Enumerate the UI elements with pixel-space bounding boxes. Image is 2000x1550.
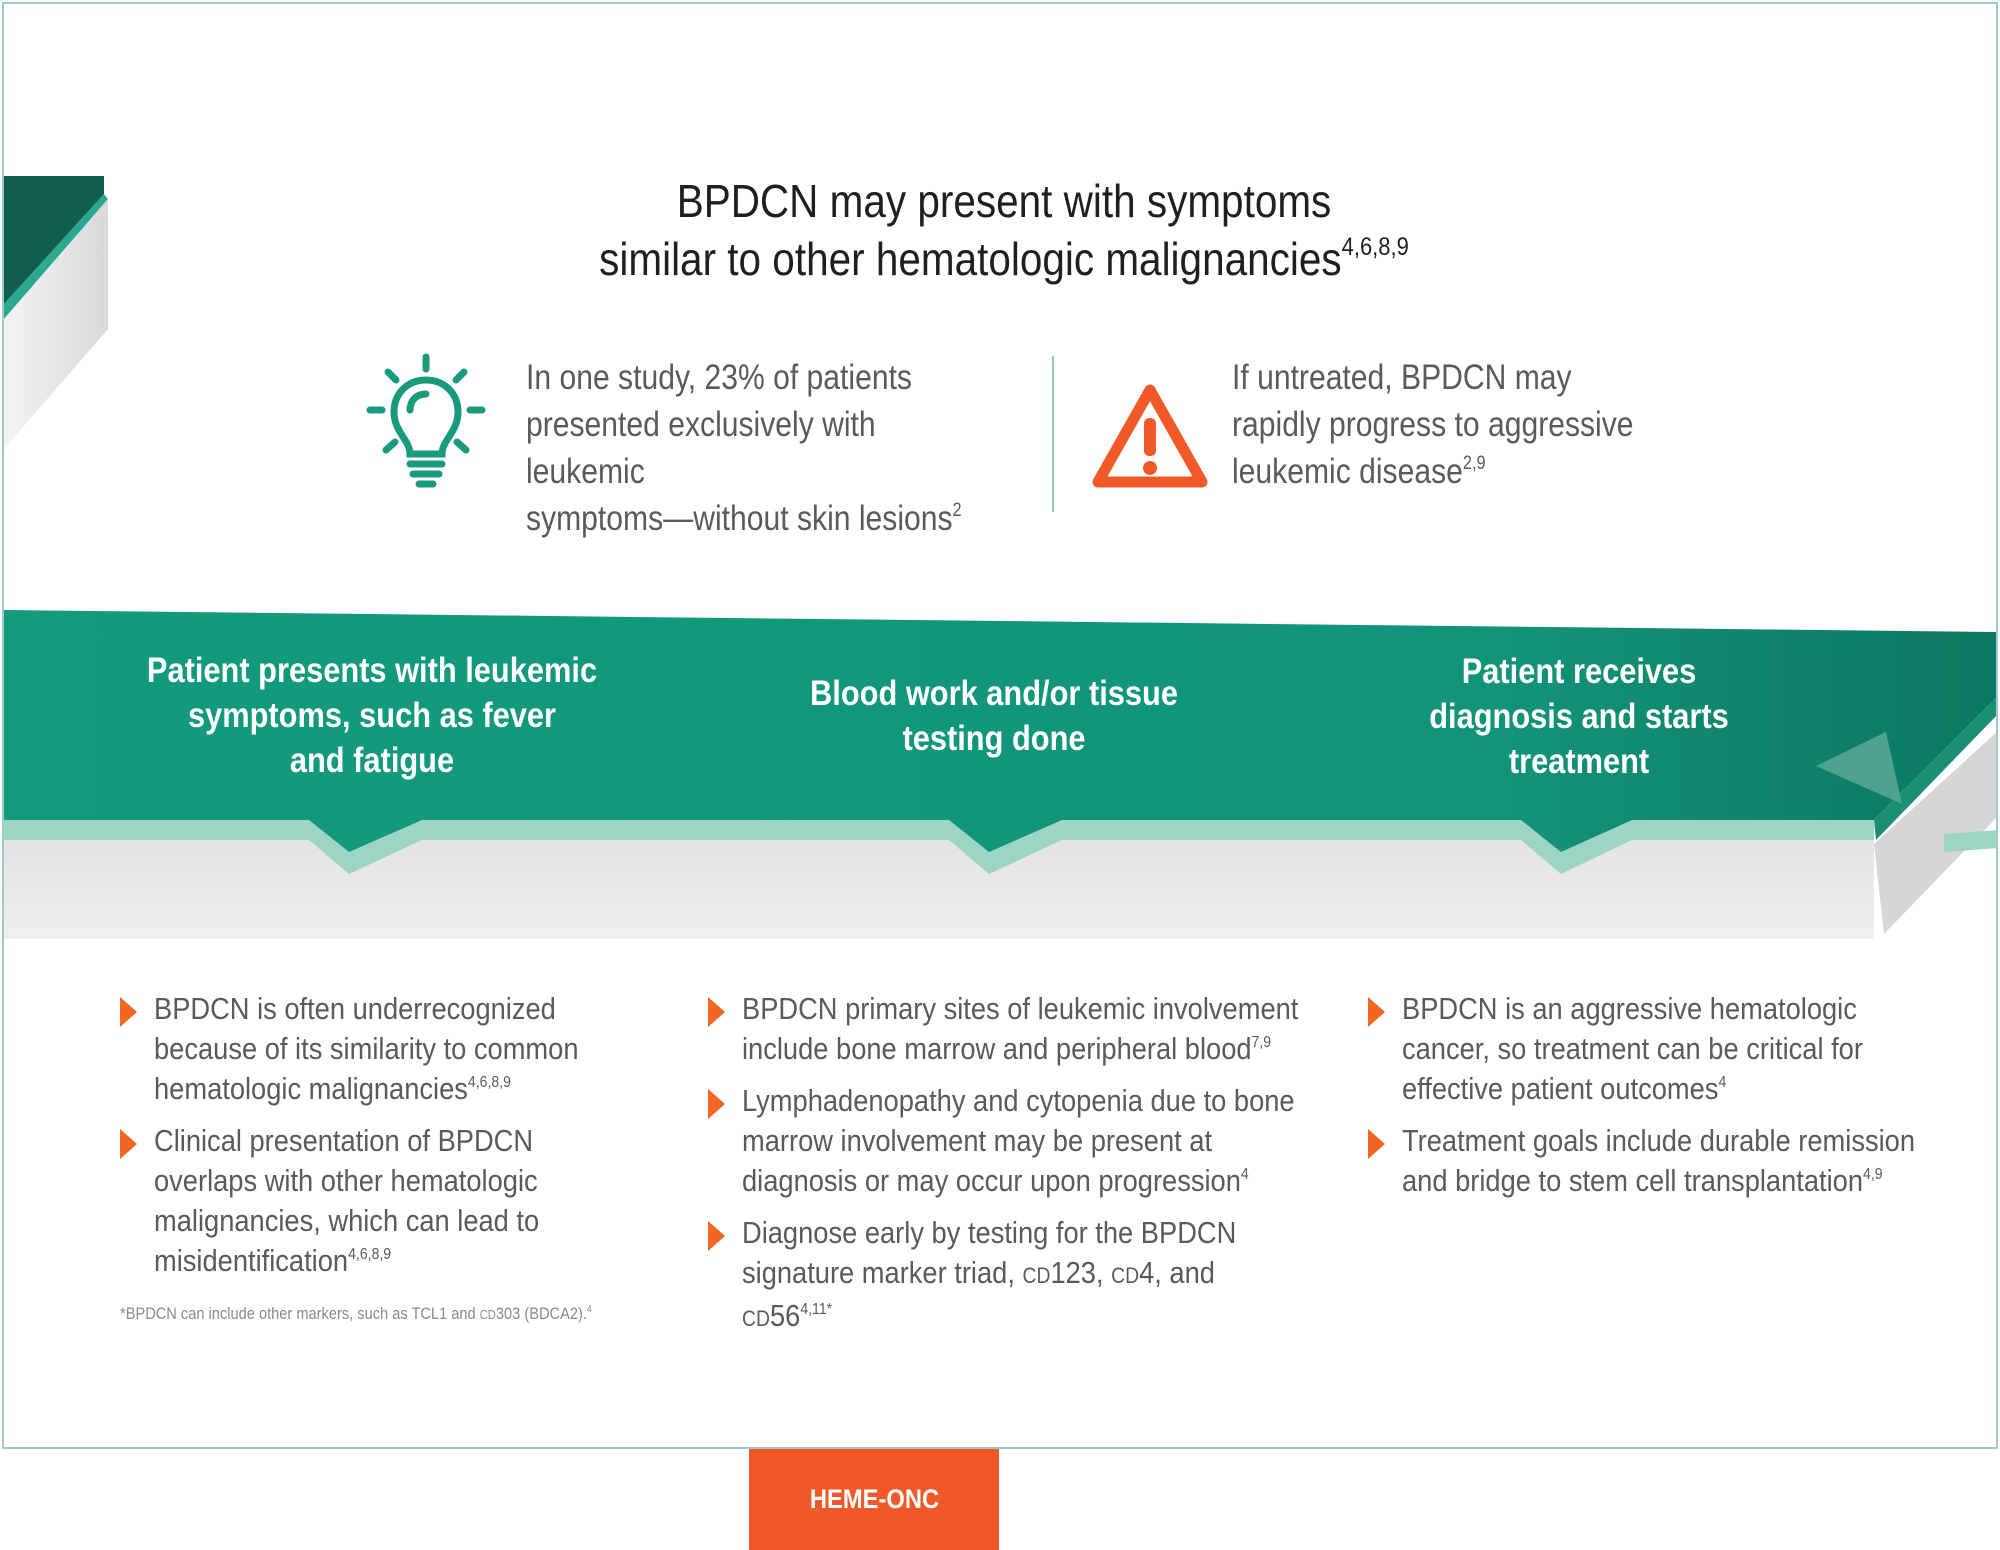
process-band xyxy=(4,610,1996,939)
bullet-text: BPDCN is often underrecognized because o… xyxy=(154,989,613,1109)
orange-arrow-icon xyxy=(708,1089,725,1119)
stat-left-line-1: In one study, 23% of patients xyxy=(526,358,912,397)
title-line-2-text: similar to other hematologic malignancie… xyxy=(599,233,1342,285)
step-patient-presents: Patient presents with leukemic symptoms,… xyxy=(117,648,627,783)
title-line-1: BPDCN may present with symptoms xyxy=(676,175,1332,227)
step-1-line-1: Patient presents with leukemic xyxy=(146,651,598,690)
step-diagnosis-treatment: Patient receives diagnosis and starts tr… xyxy=(1324,649,1834,784)
bullet-refs: 4,6,8,9 xyxy=(467,1074,511,1091)
section-tab-heme-onc[interactable]: HEME-ONC xyxy=(749,1449,999,1550)
corner-ribbon-decoration xyxy=(4,176,108,449)
list-item: BPDCN is an aggressive hematologic cance… xyxy=(1368,989,1928,1109)
column-treatment: BPDCN is an aggressive hematologic cance… xyxy=(1368,989,1928,1213)
bullet-text: Diagnose early by testing for the BPDCN … xyxy=(742,1213,1300,1339)
warning-icon xyxy=(1092,384,1208,488)
bullet-refs: 4 xyxy=(1240,1166,1249,1183)
bullet-text: Clinical presentation of BPDCN overlaps … xyxy=(154,1121,613,1281)
bullet-body: BPDCN primary sites of leukemic involvem… xyxy=(742,991,1299,1066)
step-3-line-2: diagnosis and starts xyxy=(1429,697,1729,736)
column-presentation: BPDCN is often underrecognized because o… xyxy=(120,989,620,1293)
page-frame: BPDCN may present with symptoms similar … xyxy=(2,2,1998,1449)
stat-left-line-3-text: symptoms—without skin lesions xyxy=(526,499,953,538)
stat-left-line-2: presented exclusively with leukemic xyxy=(526,405,876,491)
marker-cd: CD xyxy=(742,1306,770,1331)
footnote-pre: *BPDCN can include other markers, such a… xyxy=(120,1304,480,1323)
list-item: Treatment goals include durable remissio… xyxy=(1368,1121,1928,1201)
orange-arrow-icon xyxy=(708,997,725,1027)
step-2-line-1: Blood work and/or tissue xyxy=(810,674,1178,713)
stat-left-refs: 2 xyxy=(952,500,962,521)
bullet-text: BPDCN is an aggressive hematologic cance… xyxy=(1402,989,1920,1109)
bullet-text: Lymphadenopathy and cytopenia due to bon… xyxy=(742,1081,1300,1201)
step-2-line-2: testing done xyxy=(902,719,1086,758)
column-testing: BPDCN primary sites of leukemic involvem… xyxy=(708,989,1308,1351)
bullet-refs: 4,6,8,9 xyxy=(348,1246,392,1263)
stat-right-line-3: leukemic disease2,9 xyxy=(1232,448,1679,495)
page-title: BPDCN may present with symptoms similar … xyxy=(494,172,1515,288)
title-refs: 4,6,8,9 xyxy=(1341,233,1409,261)
stats-divider xyxy=(1052,356,1054,512)
orange-arrow-icon xyxy=(708,1221,725,1251)
bullet-body: Treatment goals include durable remissio… xyxy=(1402,1123,1916,1198)
stat-right-refs: 2,9 xyxy=(1462,453,1486,474)
bullet-body: Lymphadenopathy and cytopenia due to bon… xyxy=(742,1083,1295,1198)
orange-arrow-icon xyxy=(1368,1129,1385,1159)
bullet-refs: 4,9 xyxy=(1863,1166,1883,1183)
bullet-body: Diagnose early by testing for the BPDCN … xyxy=(742,1215,1237,1290)
bullet-body: BPDCN is an aggressive hematologic cance… xyxy=(1402,991,1863,1106)
footnote-marker: CD xyxy=(479,1307,496,1322)
step-blood-work: Blood work and/or tissue testing done xyxy=(739,671,1249,761)
orange-arrow-icon xyxy=(120,1129,137,1159)
step-1-line-3: and fatigue xyxy=(289,741,455,780)
bullet-refs: 4 xyxy=(1718,1074,1727,1091)
footnote-post: 303 (BDCA2). xyxy=(495,1304,587,1323)
marker-number: 56 xyxy=(769,1298,801,1333)
bullet-refs: 4,11* xyxy=(800,1301,833,1318)
bullet-text: BPDCN primary sites of leukemic involvem… xyxy=(742,989,1300,1069)
list-item: BPDCN primary sites of leukemic involvem… xyxy=(708,989,1308,1069)
stat-right-line-1: If untreated, BPDCN may xyxy=(1232,358,1572,397)
bullet-body: BPDCN is often underrecognized because o… xyxy=(154,991,579,1106)
stat-left-line-3: symptoms—without skin lesions2 xyxy=(526,495,973,542)
list-item: Clinical presentation of BPDCN overlaps … xyxy=(120,1121,620,1281)
list-item: Lymphadenopathy and cytopenia due to bon… xyxy=(708,1081,1308,1201)
title-line-2: similar to other hematologic malignancie… xyxy=(494,230,1515,288)
stat-leukemic-only: In one study, 23% of patients presented … xyxy=(526,354,973,542)
stat-right-line-2: rapidly progress to aggressive xyxy=(1232,405,1634,444)
list-item: Diagnose early by testing for the BPDCN … xyxy=(708,1213,1308,1339)
bullet-refs: 7,9 xyxy=(1251,1034,1272,1051)
stat-untreated-progression: If untreated, BPDCN may rapidly progress… xyxy=(1232,354,1679,495)
marker-cd: CD xyxy=(1111,1263,1140,1288)
marker-number: 4, and xyxy=(1139,1255,1215,1290)
lightbulb-icon xyxy=(366,353,486,488)
marker-cd: CD xyxy=(1022,1263,1051,1288)
marker-number: 123, xyxy=(1050,1255,1112,1290)
bullet-text: Treatment goals include durable remissio… xyxy=(1402,1121,1920,1201)
stat-right-line-3-text: leukemic disease xyxy=(1232,452,1463,491)
orange-arrow-icon xyxy=(120,997,137,1027)
footnote: *BPDCN can include other markers, such a… xyxy=(120,1304,636,1324)
section-tab-label: HEME-ONC xyxy=(809,1484,939,1514)
bullet-body: Clinical presentation of BPDCN overlaps … xyxy=(154,1123,540,1278)
orange-arrow-icon xyxy=(1368,997,1385,1027)
step-1-line-2: symptoms, such as fever xyxy=(187,696,557,735)
step-3-line-1: Patient receives xyxy=(1461,652,1697,691)
footnote-refs: 4 xyxy=(586,1304,592,1315)
list-item: BPDCN is often underrecognized because o… xyxy=(120,989,620,1109)
step-3-line-3: treatment xyxy=(1508,742,1650,781)
